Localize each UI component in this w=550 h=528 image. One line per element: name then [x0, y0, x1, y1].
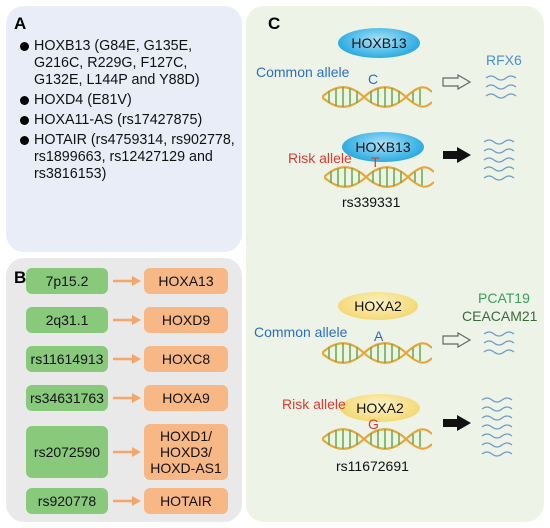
arrow-right-icon	[113, 354, 141, 364]
risk-base-label: G	[368, 416, 379, 432]
list-item-text: HOXA11-AS (rs17427875)	[34, 112, 203, 128]
locus-box-3: rs11614913	[26, 346, 108, 372]
hollow-arrow-icon	[442, 74, 472, 90]
solid-arrow-icon	[443, 415, 471, 431]
panel-label-a: A	[14, 14, 27, 33]
list-item-text: HOTAIR (rs4759314, rs902778, rs1899663, …	[34, 132, 235, 182]
gene-box-4: HOXA9	[144, 385, 228, 411]
panel-label-b: B	[14, 268, 27, 287]
bullet-icon	[20, 136, 29, 145]
hoxa2-ellipse: HOXA2	[338, 292, 418, 320]
locus-box-2: 2q31.1	[26, 307, 108, 333]
arrow-right-icon	[113, 447, 141, 457]
list-item-text: HOXB13 (G84E, G135E, G216C, R229G, F127C…	[34, 38, 200, 88]
panel-b: B 7p15.2 HOXA13 2q31.1 HOXD9 rs11614913 …	[6, 258, 242, 522]
risk-allele-label: Risk allele	[288, 150, 352, 166]
bullet-icon	[20, 96, 29, 105]
arrow-right-icon	[113, 393, 141, 403]
risk-allele-label: Risk allele	[282, 396, 346, 412]
arrow-right-icon	[113, 315, 141, 325]
hoxa2-ellipse-risk: HOXA2	[340, 394, 420, 422]
panel-a: A HOXB13 (G84E, G135E, G216C, R229G, F12…	[6, 6, 242, 252]
dna-helix-icon	[322, 86, 432, 108]
arrow-right-icon	[113, 276, 141, 286]
transcript-waves-icon	[485, 75, 517, 99]
common-base-label: C	[368, 71, 379, 87]
locus-box-4: rs34631763	[26, 385, 108, 411]
list-item-text: HOXD4 (E81V)	[34, 92, 132, 108]
locus-box-6: rs920778	[26, 488, 108, 514]
snp-label: rs339331	[342, 194, 401, 210]
gene-box-3: HOXC8	[144, 346, 228, 372]
arrow-right-icon	[113, 496, 141, 506]
gene-box-6: HOTAIR	[144, 488, 228, 514]
gene-box-1: HOXA13	[144, 268, 228, 294]
gene-box-2: HOXD9	[144, 307, 228, 333]
target-gene-ceacam21: CEACAM21	[462, 308, 538, 324]
list-item: HOXA11-AS (rs17427875)	[18, 112, 238, 129]
bullet-icon	[20, 42, 29, 51]
dna-helix-icon	[322, 342, 432, 364]
transcript-waves-icon	[483, 139, 515, 181]
gene-box-5: HOXD1/ HOXD3/ HOXD-AS1	[144, 424, 228, 480]
common-base-label: A	[374, 328, 384, 344]
hoxb13-ellipse: HOXB13	[338, 28, 420, 58]
risk-base-label: T	[371, 154, 380, 170]
panel-c: C HOXB13 Common allele C RFX6 HOXB13 Ris…	[246, 6, 544, 522]
hoxb13-ellipse-risk: HOXB13	[342, 132, 424, 162]
dna-helix-icon	[324, 166, 434, 188]
common-allele-label: Common allele	[254, 324, 348, 340]
snp-label: rs11672691	[336, 458, 409, 474]
locus-box-1: 7p15.2	[26, 268, 108, 294]
transcript-waves-icon	[483, 331, 515, 355]
common-allele-label: Common allele	[256, 64, 350, 80]
locus-box-5: rs2072590	[26, 426, 108, 478]
bullet-icon	[20, 116, 29, 125]
hollow-arrow-icon	[442, 332, 472, 348]
list-item: HOTAIR (rs4759314, rs902778, rs1899663, …	[18, 132, 238, 183]
dna-helix-icon	[322, 428, 432, 450]
panel-label-c: C	[268, 14, 281, 33]
target-gene-rfx6: RFX6	[486, 52, 522, 68]
list-item: HOXD4 (E81V)	[18, 92, 238, 109]
transcript-waves-icon	[481, 397, 513, 457]
solid-arrow-icon	[443, 147, 471, 163]
variant-list: HOXB13 (G84E, G135E, G216C, R229G, F127C…	[18, 38, 238, 186]
list-item: HOXB13 (G84E, G135E, G216C, R229G, F127C…	[18, 38, 238, 89]
target-gene-pcat19: PCAT19	[478, 290, 530, 306]
